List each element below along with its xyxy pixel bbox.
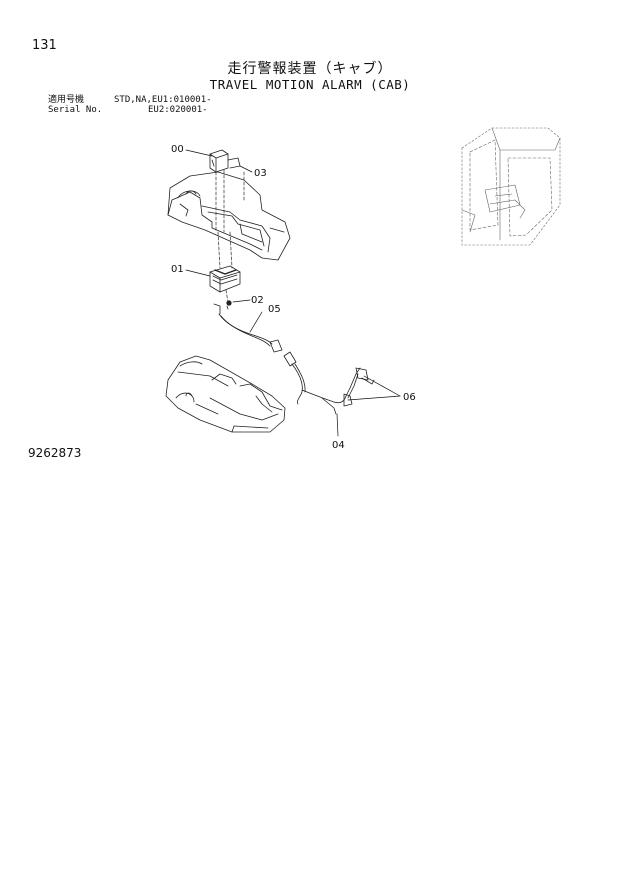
callout-03: 03 [254,168,267,179]
harness-04 [283,351,375,415]
serial-value-1: STD,NA,EU1:010001- [114,95,212,105]
callout-01: 01 [171,264,184,275]
serial-value-2: EU2:020001- [148,105,208,115]
page-number: 131 [32,38,57,53]
title-english: TRAVEL MOTION ALARM (CAB) [209,77,411,92]
callout-06: 06 [403,392,416,403]
cab-thumbnail [461,127,561,246]
lower-console [165,355,286,433]
switch-panel-part [209,265,241,293]
callout-00: 00 [171,144,184,155]
title-japanese: 走行警報装置（キャブ） [227,61,393,77]
callout-04: 04 [332,440,345,451]
screw-part [226,300,232,310]
callout-05: 05 [268,304,281,315]
callout-02: 02 [251,295,264,306]
console-housing [167,171,291,261]
switch-part [209,149,241,173]
harness-05 [213,303,283,353]
drawing-number: 9262873 [28,446,82,460]
guide-lines [215,169,245,303]
serial-label-jp: 適用号機 [48,95,85,105]
leader-lines [185,149,401,437]
serial-label-en: Serial No. [48,105,103,115]
serial-block: 適用号機 STD,NA,EU1:010001- Serial No. EU2:020… [48,95,212,115]
